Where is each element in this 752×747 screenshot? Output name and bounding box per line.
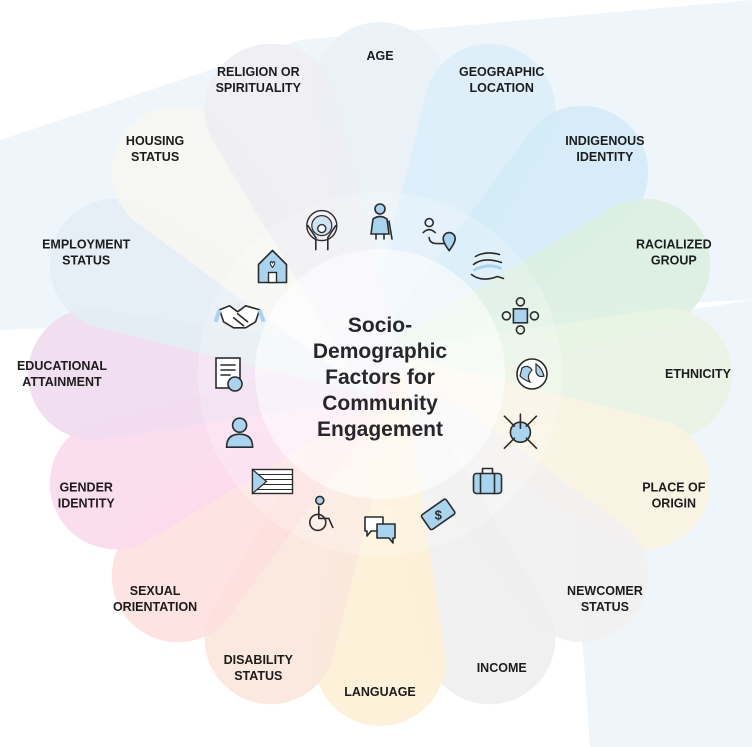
petal-label-ethnicity-line-1: ETHNICITY — [665, 367, 732, 381]
pride-flag-icon — [251, 468, 294, 495]
petal-label-disability-status-line-2: STATUS — [234, 669, 282, 683]
spiritual-person-icon — [306, 209, 338, 251]
petal-label-gender-identity-line-1: GENDER — [59, 481, 112, 495]
petal-label-racialized-group-line-2: GROUP — [651, 253, 697, 267]
petal-label-educational-attainment-line-2: ATTAINMENT — [22, 375, 102, 389]
center-disc — [255, 249, 505, 499]
petal-label-educational-attainment-line-1: EDUCATIONAL — [17, 359, 107, 373]
petal-label-religion-or-spirituality-line-1: RELIGION OR — [217, 65, 300, 79]
petal-label-geographic-location-line-1: GEOGRAPHIC — [459, 65, 544, 79]
petal-label-racialized-group-line-1: RACIALIZED — [636, 237, 712, 251]
petal-label-newcomer-status-line-2: STATUS — [581, 600, 629, 614]
center-title-line-4: Community — [322, 392, 438, 415]
money-bill-icon: $ — [420, 498, 456, 531]
person-icon — [225, 417, 254, 449]
location-route-icon — [422, 217, 457, 252]
svg-text:$: $ — [435, 507, 443, 522]
petal-label-disability-status-line-1: DISABILITY — [224, 653, 294, 667]
petal-label-sexual-orientation-line-1: SEXUAL — [130, 584, 181, 598]
petal-label-language-line-1: LANGUAGE — [344, 685, 416, 699]
petal-label-housing-status-line-1: HOUSING — [126, 134, 184, 148]
house-icon — [257, 249, 288, 284]
center-title-line-2: Demographic — [313, 340, 448, 363]
puzzle-people-icon — [501, 296, 540, 335]
certificate-icon — [215, 357, 243, 392]
globe-icon — [516, 358, 548, 390]
petal-label-housing-status-line-2: STATUS — [131, 150, 179, 164]
petal-label-indigenous-identity-line-2: IDENTITY — [576, 150, 634, 164]
petal-label-indigenous-identity-line-1: INDIGENOUS — [565, 134, 644, 148]
petal-label-newcomer-status-line-1: NEWCOMER — [567, 584, 643, 598]
center-title-line-5: Engagement — [317, 418, 443, 441]
center-title: Socio- Demographic Factors for Community… — [313, 314, 448, 441]
petal-label-geographic-location-line-2: LOCATION — [470, 81, 534, 95]
center-title-line-1: Socio- — [348, 314, 412, 337]
compass-arrows-icon — [503, 413, 538, 450]
petal-label-sexual-orientation-line-2: ORIENTATION — [113, 600, 197, 614]
petal-label-employment-status-line-2: STATUS — [62, 253, 110, 267]
suitcase-icon — [472, 467, 503, 495]
elderly-person-icon — [370, 203, 393, 240]
petal-label-age-line-1: AGE — [366, 49, 393, 63]
wheelchair-icon — [308, 495, 334, 532]
speech-bubbles-icon — [364, 516, 396, 544]
petal-label-gender-identity-line-2: IDENTITY — [58, 497, 116, 511]
handshake-icon — [213, 304, 266, 329]
petal-label-income-line-1: INCOME — [477, 661, 527, 675]
petal-label-place-of-origin-line-1: PLACE OF — [642, 481, 706, 495]
hands-water-icon — [470, 252, 505, 280]
petal-label-religion-or-spirituality-line-2: SPIRITUALITY — [216, 81, 302, 95]
center-title-line-3: Factors for — [325, 366, 435, 389]
icons-layer: $ — [213, 203, 548, 544]
petal-label-employment-status-line-1: EMPLOYMENT — [42, 237, 131, 251]
petal-label-place-of-origin-line-2: ORIGIN — [652, 497, 696, 511]
